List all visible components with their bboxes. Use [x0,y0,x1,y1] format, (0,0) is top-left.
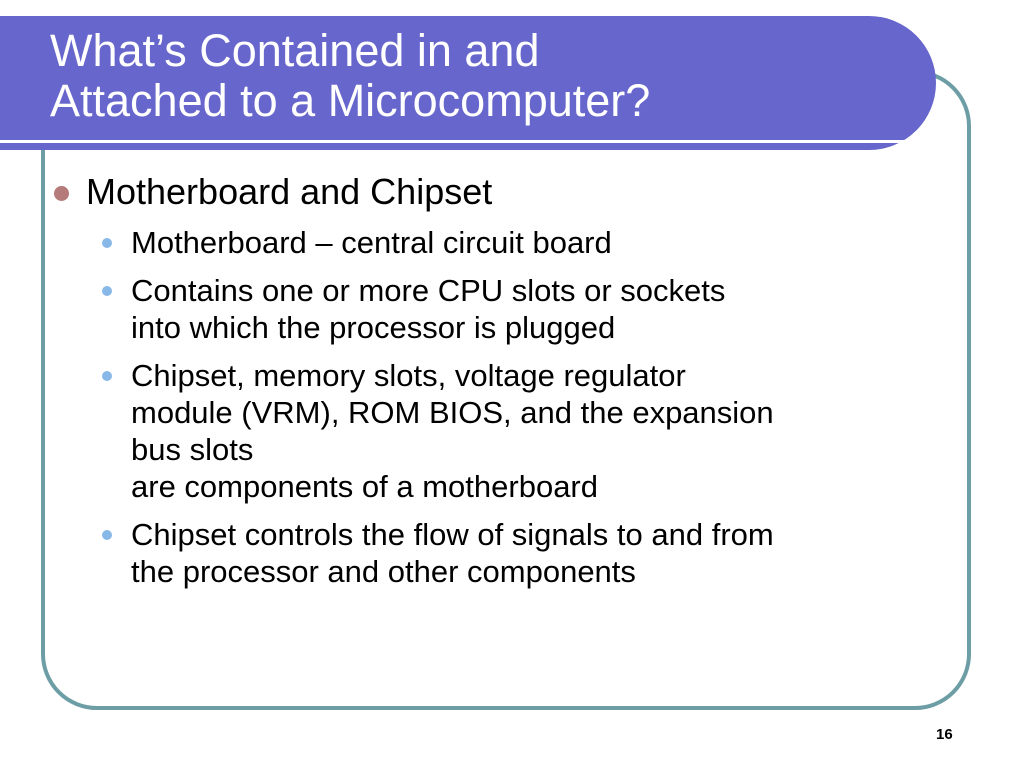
level2-bullet-item: Motherboard – central circuit board [100,224,962,261]
level2-bullet-item: Contains one or more CPU slots or socket… [100,272,962,346]
bullet-text: into which the processor is plugged [131,310,616,345]
bullet-dot-icon [102,371,112,381]
bullet-text: Chipset controls the flow of signals to … [131,517,774,552]
bullet-text: Chipset, memory slots, voltage regulator [131,358,686,393]
bullet-dot-icon [102,238,112,248]
bullet-text: are components of a motherboard [131,469,598,504]
slide-title-line-1: What’s Contained in and [50,25,540,76]
bullet-heading: Motherboard and Chipset [86,171,493,212]
slide-title-line-2: Attached to a Microcomputer? [50,75,651,126]
level2-bullet-item: Chipset controls the flow of signals to … [100,516,962,590]
title-underline [0,140,904,143]
bullet-list: Motherboard and Chipset Motherboard – ce… [52,170,962,601]
bullet-text: bus slots [131,432,254,467]
level2-bullet-item: Chipset, memory slots, voltage regulator… [100,357,962,505]
bullet-text: Contains one or more CPU slots or socket… [131,273,726,308]
bullet-dot-icon [54,186,69,201]
bullet-dot-icon [102,530,112,540]
bullet-text: Motherboard – central circuit board [131,225,612,260]
page-number: 16 [936,726,953,743]
slide-title: What’s Contained in and Attached to a Mi… [50,26,650,126]
title-band [0,16,936,150]
bullet-text: the processor and other components [131,554,636,589]
bullet-text: module (VRM), ROM BIOS, and the expansio… [131,395,774,430]
bullet-dot-icon [102,286,112,296]
level1-bullet-item: Motherboard and Chipset [52,170,962,214]
content-frame [41,70,971,710]
